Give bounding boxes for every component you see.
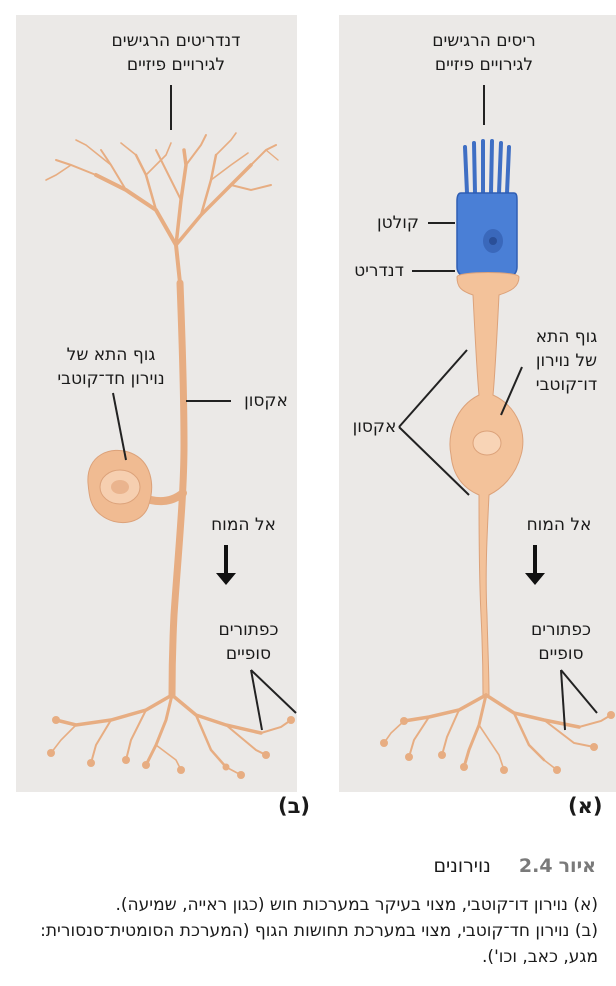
caption-line-b: (ב) נוירון חד־קוטבי, מצוי במערכת תחושות … [40, 921, 598, 967]
down-arrow-icon [216, 545, 236, 585]
label-to-brain: אל המוח [526, 515, 592, 535]
down-arrow-icon [525, 545, 545, 585]
unipolar-neuron-illustration [45, 85, 297, 779]
figure-title: נוירונים [433, 855, 491, 877]
cilia-icon [463, 139, 511, 195]
label-unipolar-cell-body: גוף התא של נוירון חד־קוטבי [57, 345, 165, 389]
label-dendrite: דנדריט [354, 261, 404, 281]
label-cilia: ריסים הרגישים לגירויים פיזיים [432, 31, 536, 75]
label-bipolar-cell-body: גוף התא של נוירון דו־קוטבי [535, 327, 598, 395]
panel-unipolar-neuron: דנדריטים הרגישים לגירויים פיזיים גוף התא… [16, 15, 297, 792]
label-axon: אקסון [352, 417, 397, 437]
panel-tag-a: (א) [568, 794, 603, 818]
caption-line-a: (א) נוירון דו־קוטבי, מצוי בעיקר במערכות … [115, 895, 598, 915]
bipolar-neuron-illustration [380, 85, 615, 774]
figure-caption-title: איור 2.4 נוירונים [433, 855, 596, 877]
label-dendrites: דנדריטים הרגישים לגירויים פיזיים [111, 31, 241, 75]
panel-bipolar-neuron: ריסים הרגישים לגירויים פיזיים קולטן דנדר… [339, 15, 616, 792]
figure-word: איור [558, 855, 596, 877]
label-to-brain: אל המוח [211, 515, 276, 535]
panel-tag-b: (ב) [278, 794, 311, 818]
label-terminal-buttons: כפתורים סופיים [218, 620, 279, 664]
label-axon: אקסון [244, 391, 288, 411]
label-receptor: קולטן [376, 213, 419, 233]
figure-caption-body: (א) נוירון דו־קוטבי, מצוי בעיקר במערכות … [14, 892, 598, 970]
label-terminal-buttons: כפתורים סופיים [530, 620, 592, 664]
figure-number: 2.4 [518, 855, 553, 877]
